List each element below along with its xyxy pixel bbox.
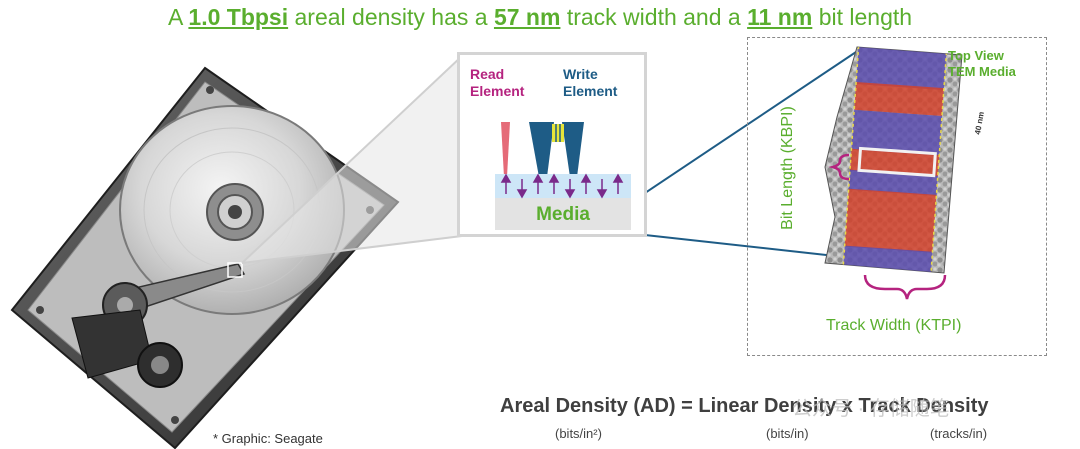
write-element-text: Write Element xyxy=(563,66,618,99)
unit-areal-density: (bits/in²) xyxy=(555,426,602,441)
tem-scale-bar: 40 nm xyxy=(973,111,986,135)
tem-track-bits xyxy=(841,47,949,273)
unit-track-density: (tracks/in) xyxy=(930,426,988,441)
tem-panel-border xyxy=(747,37,1047,356)
headline-density-value: 1.0 Tbpsi xyxy=(188,4,289,30)
head-location-marker xyxy=(227,262,243,278)
headline-prefix: A xyxy=(167,4,189,30)
head-callout-graphic xyxy=(495,122,631,230)
headline-suffix: bit length xyxy=(812,4,913,30)
tem-bit-blue-1 xyxy=(855,47,947,91)
watermark: 公众号 · 存储随笔 xyxy=(792,398,950,420)
track-width-axis-label: Track Width (KTPI) xyxy=(826,317,962,334)
write-element-label: Write Element xyxy=(563,66,617,100)
tem-bit-blue-3 xyxy=(848,169,938,196)
tem-bit-red-3 xyxy=(844,188,937,253)
headline: A 1.0 Tbpsi areal density has a 57 nm tr… xyxy=(0,4,1080,31)
tem-bit-blue-2 xyxy=(851,109,942,156)
recording-layer xyxy=(495,174,631,198)
areal-density-formula: Areal Density (AD) = Linear Density x Tr… xyxy=(500,395,989,417)
bit-length-brace xyxy=(828,153,850,181)
media-substrate xyxy=(495,198,631,230)
tem-highlight-box xyxy=(857,146,937,178)
bit-length-axis-label: Bit Length (KBPI) xyxy=(779,106,796,230)
headline-track-width-value: 57 nm xyxy=(493,4,561,30)
headline-bit-length-value: 11 nm xyxy=(747,4,813,30)
write-coil xyxy=(552,124,564,142)
read-element-text: Read Element xyxy=(470,66,525,99)
media-label: Media xyxy=(536,204,590,225)
tem-bit-red-1 xyxy=(854,81,944,117)
read-element-label: Read Element xyxy=(470,66,524,100)
magnetization-arrows xyxy=(500,173,624,199)
track-width-brace xyxy=(863,274,947,300)
graphic-credit: * Graphic: Seagate xyxy=(213,431,323,446)
unit-linear-density: (bits/in) xyxy=(766,426,809,441)
tem-bit-blue-4 xyxy=(842,245,933,273)
headline-mid1: areal density has a xyxy=(288,4,494,30)
write-element-pole-right xyxy=(562,122,584,177)
hard-drive-illustration xyxy=(10,66,400,449)
tem-top-view-label: Top View TEM Media xyxy=(948,48,1016,80)
tem-media-image: 40 nm xyxy=(824,46,986,300)
headline-mid2: track width and a xyxy=(560,4,748,30)
tem-top-view-text: Top View TEM Media xyxy=(948,48,1016,79)
write-element-pole-left xyxy=(529,122,554,177)
read-element-shape xyxy=(501,122,510,177)
